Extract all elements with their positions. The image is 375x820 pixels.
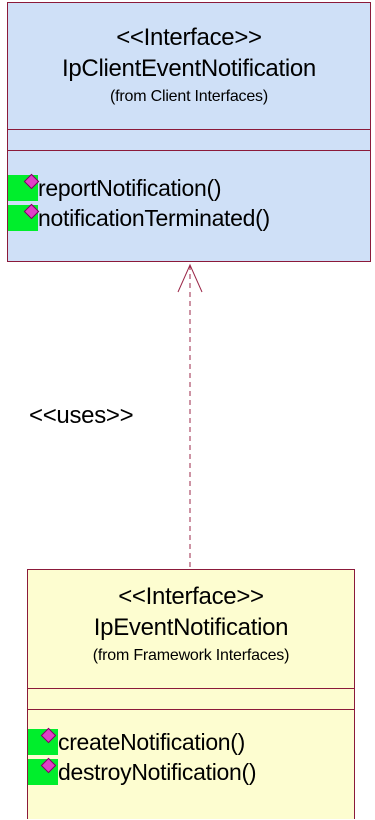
dependency-label: <<uses>> (29, 402, 134, 429)
operation-label: destroyNotification() (58, 759, 257, 785)
operation-create-notification[interactable]: createNotification() (28, 727, 354, 757)
public-operation-icon (28, 727, 58, 757)
operation-label: notificationTerminated() (38, 205, 270, 231)
operation-notification-terminated[interactable]: notificationTerminated() (8, 203, 370, 233)
package-origin: (from Framework Interfaces) (92, 647, 290, 664)
operations-compartment: reportNotification() notificationTermina… (8, 151, 370, 233)
name-compartment: <<Interface>> IpClientEventNotification … (8, 3, 370, 130)
class-name: IpEventNotification (93, 614, 289, 641)
package-origin: (from Client Interfaces) (110, 88, 268, 105)
public-operation-icon (8, 203, 40, 233)
operation-destroy-notification[interactable]: destroyNotification() (28, 757, 354, 787)
public-operation-icon (8, 173, 40, 203)
arrowhead-icon (177, 263, 203, 293)
name-compartment: <<Interface>> IpEventNotification (from … (28, 570, 354, 689)
stereotype-label: <<Interface>> (116, 24, 262, 51)
attributes-compartment (28, 689, 354, 710)
attributes-compartment (8, 130, 370, 151)
operation-report-notification[interactable]: reportNotification() (8, 173, 370, 203)
class-name: IpClientEventNotification (62, 55, 316, 82)
operation-label: reportNotification() (38, 175, 222, 201)
public-operation-icon (28, 757, 58, 787)
class-ip-event-notification[interactable]: <<Interface>> IpEventNotification (from … (27, 569, 355, 819)
stereotype-label: <<Interface>> (118, 583, 264, 610)
class-ip-client-event-notification[interactable]: <<Interface>> IpClientEventNotification … (7, 2, 371, 262)
operations-compartment: createNotification() destroyNotification… (28, 710, 354, 787)
operation-label: createNotification() (58, 729, 246, 755)
